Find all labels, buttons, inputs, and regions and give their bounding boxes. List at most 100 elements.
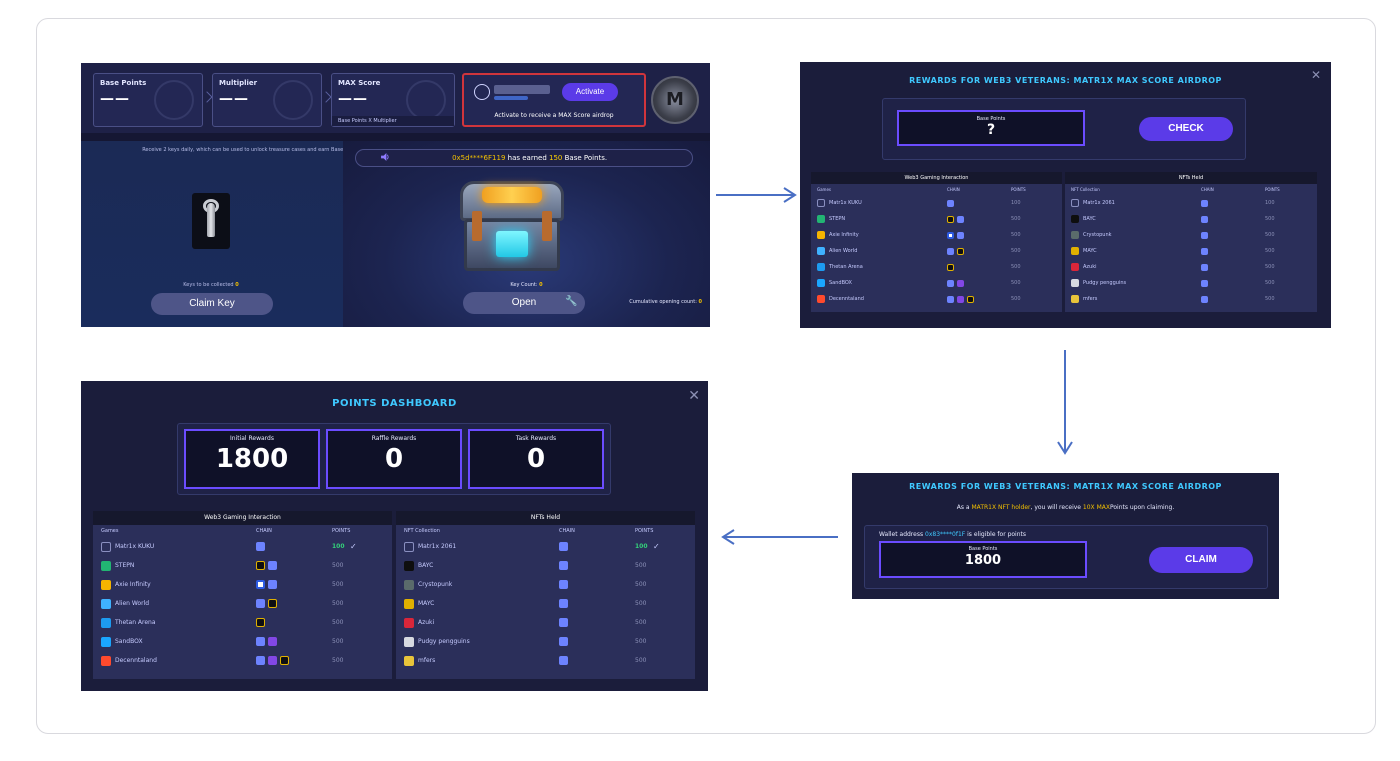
collection-logo-icon xyxy=(404,598,414,609)
row-name: Decenntaland xyxy=(829,296,864,302)
column-header-chain: CHAIN xyxy=(1201,187,1214,192)
flow-arrow-icon xyxy=(721,529,838,545)
row-name: Thetan Arena xyxy=(115,619,156,626)
key-count-value: 0 xyxy=(539,282,543,288)
key-count-label: Key Count: xyxy=(510,282,538,288)
collection-logo-icon xyxy=(1071,263,1079,271)
main-airdrop-screen: Base Points —— Multiplier —— MAX Score —… xyxy=(81,63,710,327)
ron-chain-icon xyxy=(947,231,954,239)
eth-chain-icon xyxy=(1201,295,1208,303)
checkmark-icon: ✓ xyxy=(653,542,660,551)
bnb-chain-icon xyxy=(947,215,954,223)
wallet-eligibility: Wallet address 0x83****0f1F is eligible … xyxy=(879,531,1026,538)
row-points: 500 xyxy=(332,619,344,626)
row-name: STEPN xyxy=(115,562,135,569)
poly-chain-icon xyxy=(957,279,964,287)
row-points: 500 xyxy=(635,657,647,664)
task-rewards-label: Task Rewards xyxy=(515,435,557,442)
checkmark-icon: ✓ xyxy=(350,542,357,551)
base-points-value: —— xyxy=(100,91,130,107)
collection-logo-icon xyxy=(101,560,111,571)
dashboard-title: POINTS DASHBOARD xyxy=(332,398,457,409)
row-points: 500 xyxy=(635,581,647,588)
row-name: Axie Infinity xyxy=(829,232,859,238)
eth-chain-icon xyxy=(947,199,954,207)
row-points: 100 xyxy=(1011,200,1021,206)
check-modal-title: REWARDS FOR WEB3 VETERANS: MATR1X MAX SC… xyxy=(909,76,1222,85)
collection-logo-icon xyxy=(101,636,111,647)
column-header-points: POINTS xyxy=(635,528,654,534)
eth-chain-icon xyxy=(268,580,277,589)
eth-chain-icon xyxy=(256,656,265,665)
claim-base-points-label: Base Points xyxy=(968,546,998,552)
poly-chain-icon xyxy=(268,637,277,646)
wallet-address: 0x83****0f1F xyxy=(925,531,966,538)
column-header-collection: NFT Collection xyxy=(404,528,440,534)
row-points: 100 xyxy=(332,543,345,550)
redacted-username xyxy=(494,85,550,94)
row-name: mfers xyxy=(1083,296,1098,302)
treasure-chest-icon xyxy=(460,181,564,277)
open-chest-button[interactable]: Open xyxy=(463,292,585,314)
row-name: Azuki xyxy=(1083,264,1097,270)
collection-logo-icon xyxy=(404,636,414,647)
column-header-collection: NFT Collection xyxy=(1071,187,1100,192)
collection-logo-icon xyxy=(1071,231,1079,239)
raffle-rewards-value: 0 xyxy=(384,444,404,474)
eth-chain-icon xyxy=(1201,231,1208,239)
collection-logo-icon xyxy=(1071,279,1079,287)
collection-logo-icon xyxy=(101,655,111,666)
row-points: 500 xyxy=(1011,296,1021,302)
check-button[interactable]: CHECK xyxy=(1139,117,1233,141)
row-name: SandBOX xyxy=(115,638,143,645)
row-points: 500 xyxy=(332,600,344,607)
flow-arrow-icon xyxy=(716,187,797,203)
bnb-chain-icon xyxy=(256,561,265,570)
eth-chain-icon xyxy=(1201,215,1208,223)
eth-chain-icon xyxy=(947,247,954,255)
ron-chain-icon xyxy=(256,580,265,589)
close-icon[interactable]: ✕ xyxy=(688,387,700,403)
row-points: 500 xyxy=(635,619,647,626)
row-name: Alien World xyxy=(829,248,858,254)
row-name: SandBOX xyxy=(829,280,852,286)
row-name: Thetan Arena xyxy=(829,264,863,270)
poly-chain-icon xyxy=(268,656,277,665)
claim-button[interactable]: CLAIM xyxy=(1149,547,1253,573)
row-name: mfers xyxy=(418,657,436,664)
points-dashboard-modal: POINTS DASHBOARD ✕ Initial Rewards 1800 … xyxy=(81,381,708,691)
claim-base-points-value: 1800 xyxy=(964,553,1002,568)
row-points: 500 xyxy=(1011,264,1021,270)
row-points: 500 xyxy=(1265,296,1275,302)
chevron-right-icon xyxy=(201,91,213,103)
table-row: Thetan Arena 500 xyxy=(93,613,392,632)
initial-rewards-label: Initial Rewards xyxy=(230,435,274,442)
column-header-games: Games xyxy=(101,528,119,534)
raffle-rewards-card: Raffle Rewards 0 xyxy=(326,429,462,489)
nfts-table-title: NFTs Held xyxy=(396,511,695,525)
wallet-suffix: is eligible for points xyxy=(967,531,1027,538)
row-name: Matr1x 2061 xyxy=(1083,200,1115,206)
activate-button[interactable]: Activate xyxy=(562,83,618,101)
matr1x-watermark-icon xyxy=(154,80,194,120)
close-icon[interactable]: ✕ xyxy=(1310,68,1321,82)
table-row: mfers 500 xyxy=(1065,291,1317,307)
eth-chain-icon xyxy=(957,215,964,223)
claim-key-button[interactable]: Claim Key xyxy=(151,293,273,315)
claim-info-suffix: Points upon claiming. xyxy=(1109,504,1175,511)
row-name: Matr1x 2061 xyxy=(418,543,457,550)
collection-logo-icon xyxy=(101,598,111,609)
earned-text: has earned xyxy=(507,154,547,162)
collection-logo-icon xyxy=(817,231,825,239)
claim-points-display: Base Points 1800 xyxy=(879,541,1087,578)
row-name: MAYC xyxy=(1083,248,1097,254)
row-points: 500 xyxy=(635,600,647,607)
